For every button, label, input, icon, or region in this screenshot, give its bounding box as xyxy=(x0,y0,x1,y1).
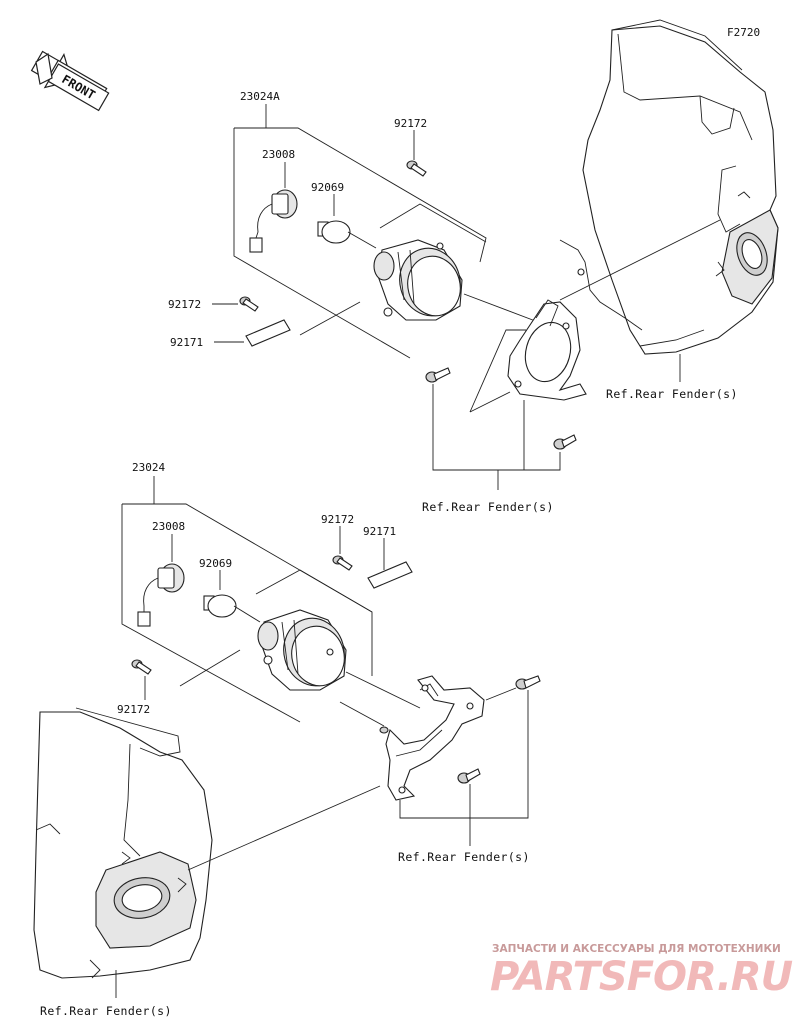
lower-screw-left-part xyxy=(131,659,152,675)
upper-ref-tree xyxy=(432,384,561,490)
ref-rear-fender-lower-left: Ref.Rear Fender(s) xyxy=(40,1004,172,1018)
ref-rear-fender-lower-center: Ref.Rear Fender(s) xyxy=(398,850,530,864)
leader-upper-bracket-fender xyxy=(559,219,721,301)
lower-lamp-housing xyxy=(257,609,347,691)
upper-bulb-number: 92069 xyxy=(311,181,344,194)
lower-socket-number: 23008 xyxy=(152,520,185,533)
upper-lamp-housing xyxy=(373,239,463,321)
leader-lower-bulb-to-lamp xyxy=(233,605,261,623)
upper-bulb-part xyxy=(317,220,351,244)
upper-band-number: 92171 xyxy=(170,336,203,349)
lower-bracket-screw-bottom xyxy=(457,768,481,784)
upper-screw-left-part xyxy=(239,296,259,312)
upper-bottom-screw-left xyxy=(425,367,451,383)
leader-upper-bulb-to-lamp xyxy=(347,231,377,249)
upper-band-part xyxy=(245,319,291,347)
lower-assembly-bracket xyxy=(121,503,373,723)
lower-bulb-part xyxy=(203,594,237,618)
lower-socket-part xyxy=(137,563,185,627)
watermark-logo: PARTSFOR.RU xyxy=(490,954,793,1000)
upper-assembly-number: 23024A xyxy=(240,90,280,103)
watermark-tagline: ЗАПЧАСТИ И АКСЕССУАРЫ ДЛЯ МОТОТЕХНИКИ xyxy=(492,943,781,955)
leader-upper-screw-bracket xyxy=(469,391,511,413)
upper-socket-number: 23008 xyxy=(262,148,295,161)
lower-bracket-nut xyxy=(379,726,389,734)
upper-assembly-bracket-top xyxy=(379,203,487,243)
lower-assembly-bracket-top xyxy=(255,569,373,613)
upper-assembly-bracket xyxy=(233,127,487,359)
leader-upper-lamp-bracket xyxy=(463,293,539,323)
ref-rear-fender-upper-right: Ref.Rear Fender(s) xyxy=(606,387,738,401)
lower-screw-left-number: 92172 xyxy=(117,703,150,716)
lower-bulb-number: 92069 xyxy=(199,557,232,570)
upper-bottom-screw-right xyxy=(553,434,577,450)
figure-id: F2720 xyxy=(727,26,760,39)
lower-band-number: 92171 xyxy=(363,525,396,538)
upper-screw-top-number: 92172 xyxy=(394,117,427,130)
lower-screw-top-number: 92172 xyxy=(321,513,354,526)
upper-socket-part xyxy=(249,189,298,253)
ref-rear-fender-upper-bottom: Ref.Rear Fender(s) xyxy=(422,500,554,514)
lower-bracket-screw-top xyxy=(515,675,541,690)
upper-rear-fender xyxy=(559,19,779,355)
lower-rear-fender xyxy=(33,707,213,979)
upper-mounting-bracket xyxy=(469,299,587,413)
lower-ref-tree xyxy=(399,690,529,846)
leader-lower-lamp-bracket xyxy=(339,671,421,727)
front-arrow-icon: FRONT xyxy=(30,50,110,112)
front-arrow-head xyxy=(35,52,53,85)
leader-lower-bracket-screw xyxy=(485,687,517,701)
leader-lower-fender-bracket xyxy=(187,785,381,871)
upper-screw-top-part xyxy=(406,160,427,177)
upper-screw-left-number: 92172 xyxy=(168,298,201,311)
lower-assembly-number: 23024 xyxy=(132,461,165,474)
lower-screw-top-part xyxy=(332,555,353,571)
lower-band-part xyxy=(367,561,413,589)
lower-mounting-bracket xyxy=(385,675,485,801)
